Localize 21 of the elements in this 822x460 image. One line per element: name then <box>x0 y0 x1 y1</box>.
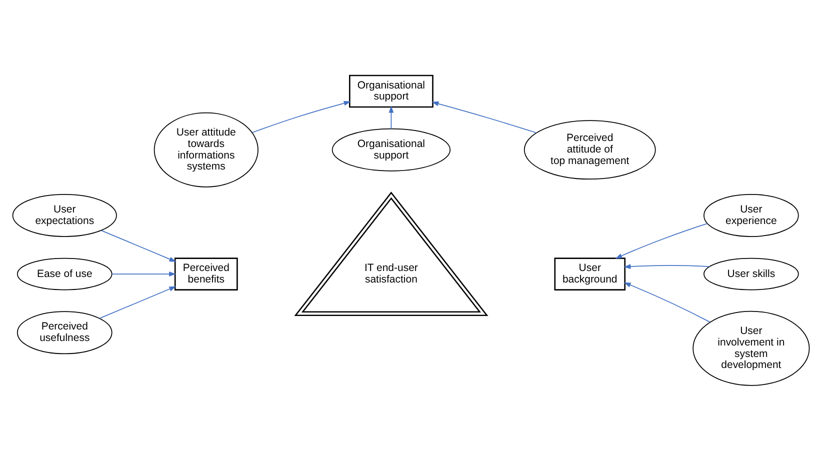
arrow <box>624 282 710 322</box>
arrow <box>99 286 176 318</box>
node-ellipse: User involvement in system development <box>692 310 810 386</box>
node-ellipse: Perceived usefulness <box>16 310 112 354</box>
node-ellipse: Perceived attitude of top management <box>524 120 656 180</box>
node-ellipse: User skills <box>704 257 799 290</box>
node-box: Perceived benefits <box>174 257 238 290</box>
node-ellipse: User experience <box>704 193 799 236</box>
arrow <box>624 264 710 268</box>
arrow <box>112 271 176 276</box>
arrow <box>252 100 351 132</box>
node-box: User background <box>554 257 626 290</box>
arrow <box>388 105 394 129</box>
node-box: Organisational support <box>349 74 434 108</box>
node-ellipse: User expectations <box>12 193 117 236</box>
arrow <box>101 230 176 262</box>
arrow <box>432 100 537 133</box>
arrow <box>615 222 708 258</box>
node-ellipse: Organisational support <box>332 128 451 171</box>
node-ellipse: User attitude towards informations systems <box>154 112 258 187</box>
node-ellipse: Ease of use <box>16 257 112 290</box>
